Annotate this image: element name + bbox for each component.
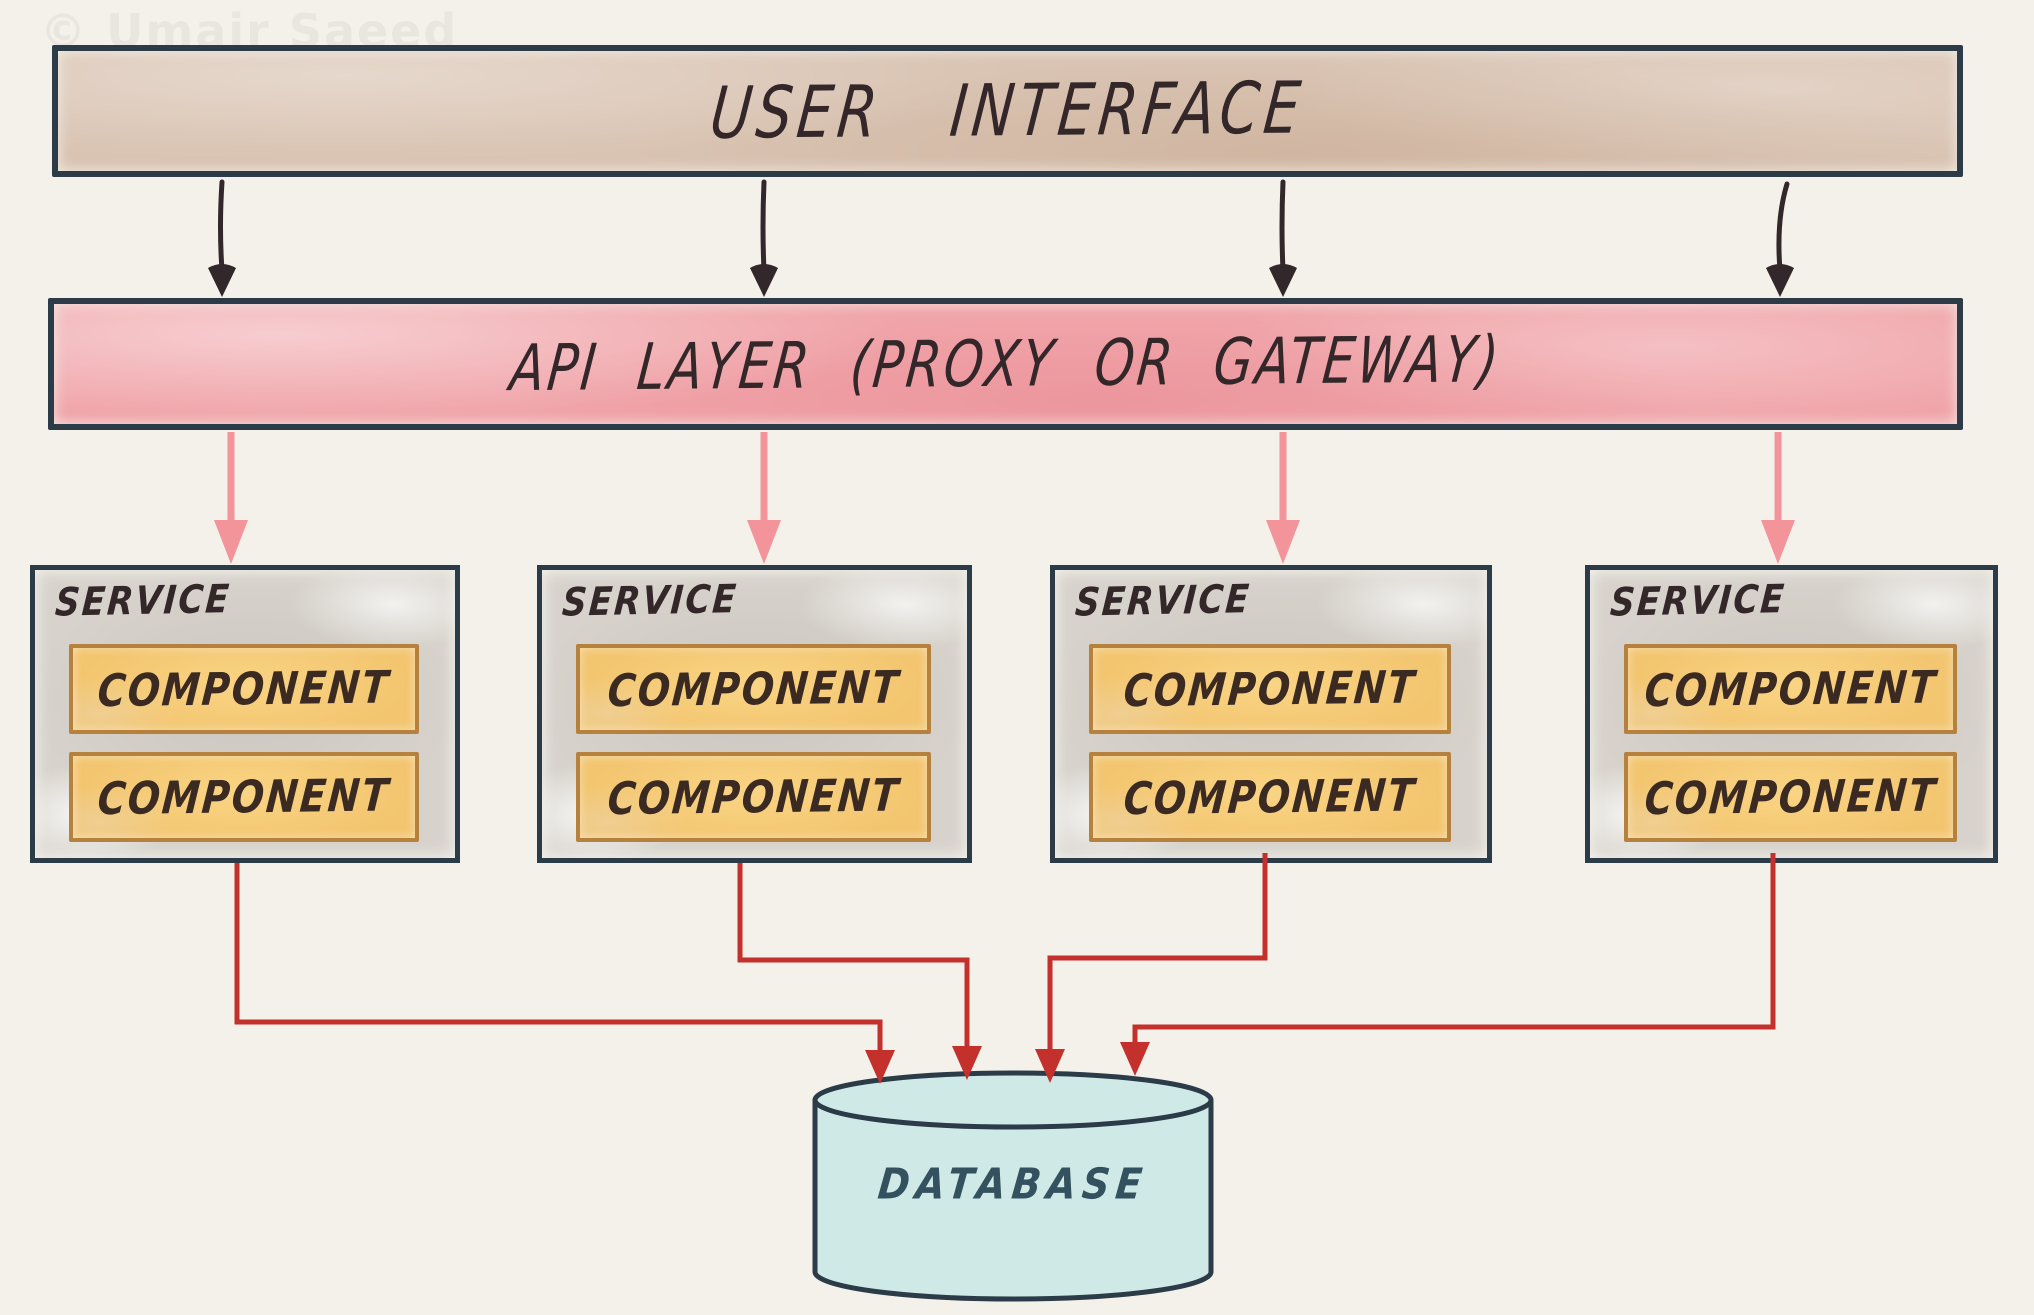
service-label: SERVICE [53,576,233,626]
service-label: SERVICE [1073,576,1253,626]
service-box-1: SERVICE COMPONENT COMPONENT [30,565,460,863]
ui-to-api-arrow-2 [750,179,778,297]
component-label: COMPONENT [95,661,393,717]
component-label: COMPONENT [1642,661,1939,717]
component-label: COMPONENT [605,661,902,717]
service1-to-database-connector [234,863,895,1084]
service-box-3: SERVICE COMPONENT COMPONENT [1050,565,1492,863]
service3-to-database-connector [1035,853,1268,1083]
component-box: COMPONENT [1624,752,1957,842]
ui-to-api-arrow-3 [1269,179,1297,297]
api-to-service4-arrow [1761,432,1795,564]
component-box: COMPONENT [1089,752,1451,842]
database-label: DATABASE [875,1159,1151,1209]
service-box-4: SERVICE COMPONENT COMPONENT [1585,565,1998,863]
api-to-service2-arrow [747,432,781,564]
component-box: COMPONENT [1624,644,1957,734]
component-box: COMPONENT [576,752,931,842]
service-label: SERVICE [1608,576,1788,626]
component-label: COMPONENT [1121,661,1419,717]
component-box: COMPONENT [69,644,419,734]
component-label: COMPONENT [605,769,902,825]
service-label: SERVICE [560,576,740,626]
user-interface-label: USER INTERFACE [706,66,1309,156]
component-box: COMPONENT [576,644,931,734]
ui-to-api-arrow-4 [1766,181,1794,297]
service2-to-database-connector [737,863,982,1080]
api-to-service3-arrow [1266,432,1300,564]
ui-to-api-arrow-1 [208,179,236,297]
component-box: COMPONENT [1089,644,1451,734]
component-box: COMPONENT [69,752,419,842]
api-layer-label: API LAYER (PROXY OR GATEWAY) [506,322,1505,406]
component-label: COMPONENT [1642,769,1939,825]
component-label: COMPONENT [1121,769,1419,825]
component-label: COMPONENT [95,769,393,825]
api-to-service1-arrow [214,432,248,564]
service-box-2: SERVICE COMPONENT COMPONENT [537,565,972,863]
api-layer: API LAYER (PROXY OR GATEWAY) [48,298,1963,430]
service4-to-database-connector [1120,853,1776,1076]
user-interface-layer: USER INTERFACE [52,45,1963,177]
